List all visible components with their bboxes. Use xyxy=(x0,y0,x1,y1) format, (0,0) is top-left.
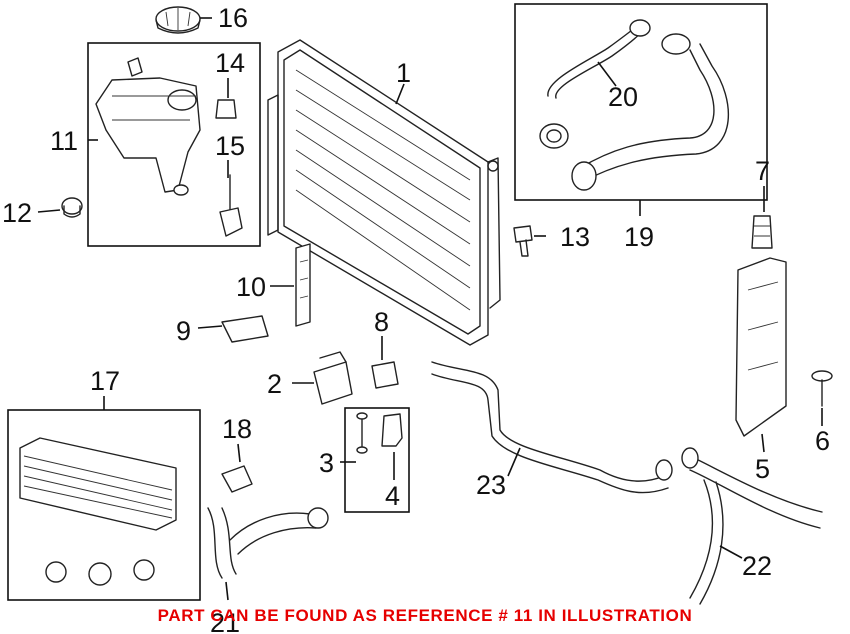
callout-2: 2 xyxy=(267,369,282,399)
callout-14: 14 xyxy=(215,48,245,78)
box-expansion-tank xyxy=(87,42,261,247)
mount-2 xyxy=(313,351,353,405)
expansion-tank xyxy=(95,57,201,196)
hose-19 xyxy=(571,33,730,191)
sensor-8 xyxy=(371,361,399,389)
hose-21 xyxy=(207,507,329,579)
callout-18: 18 xyxy=(222,414,252,444)
callout-16: 16 xyxy=(218,3,248,33)
callout-1: 1 xyxy=(396,58,411,88)
callout-9: 9 xyxy=(176,316,191,346)
cap xyxy=(155,6,201,34)
callout-8: 8 xyxy=(374,307,389,337)
reference-note: PART CAN BE FOUND AS REFERENCE # 11 IN I… xyxy=(157,606,693,625)
bracket-9 xyxy=(221,315,269,343)
callout-4: 4 xyxy=(385,481,400,511)
fitting-18 xyxy=(221,465,253,493)
callout-7: 7 xyxy=(755,156,770,186)
callout-23: 23 xyxy=(476,470,506,500)
callout-15: 15 xyxy=(215,131,245,161)
callout-13: 13 xyxy=(560,222,590,252)
screw-6 xyxy=(811,370,833,407)
bracket-10 xyxy=(295,243,311,327)
callout-5: 5 xyxy=(755,454,770,484)
callout-10: 10 xyxy=(236,272,266,302)
callout-6: 6 xyxy=(815,426,830,456)
pin-3 xyxy=(356,412,368,454)
hose-23 xyxy=(431,361,673,494)
callout-17: 17 xyxy=(90,366,120,396)
callout-21: 21 xyxy=(210,608,240,634)
cooler-fittings xyxy=(45,559,155,586)
callout-19: 19 xyxy=(624,222,654,252)
hose-22 xyxy=(681,447,823,605)
box-fasteners xyxy=(344,407,410,513)
callout-numbers: 1 2 3 4 5 6 7 8 9 10 11 12 13 14 15 16 1… xyxy=(2,3,830,634)
grommet xyxy=(215,99,237,119)
hose-20 xyxy=(547,19,651,99)
sleeve-4 xyxy=(381,413,403,447)
box-hoses xyxy=(514,3,768,201)
grommet-7 xyxy=(751,215,773,249)
bolt-13 xyxy=(513,225,533,257)
callout-12: 12 xyxy=(2,198,32,228)
leader-lines xyxy=(37,17,823,601)
oil-cooler xyxy=(19,437,177,531)
clamp xyxy=(539,123,569,149)
callout-20: 20 xyxy=(608,82,638,112)
callout-11: 11 xyxy=(50,126,78,156)
callout-3: 3 xyxy=(319,448,334,478)
level-sensor xyxy=(219,174,243,237)
screw-12 xyxy=(61,197,83,218)
shroud-5 xyxy=(735,257,787,437)
radiator xyxy=(267,39,501,346)
callout-22: 22 xyxy=(742,551,772,581)
